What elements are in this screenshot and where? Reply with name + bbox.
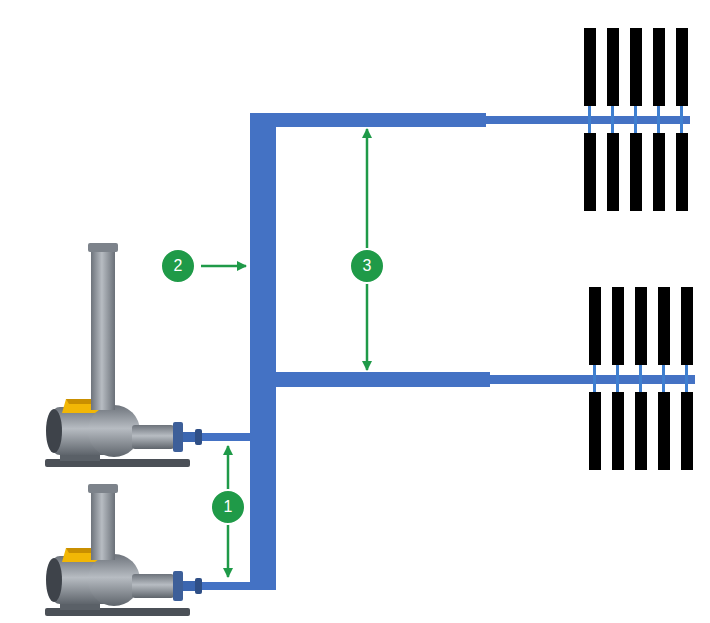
branch-pipe (250, 113, 486, 127)
callout-circle: 2 (160, 248, 196, 284)
dimension-arrows (201, 129, 367, 577)
callout-number: 3 (363, 257, 372, 275)
diffuser-grid-upper (584, 28, 688, 211)
callout-number: 2 (174, 257, 183, 275)
silencer-cap-upper (88, 243, 118, 252)
silencer-upper (91, 245, 115, 410)
callout-circle: 3 (349, 248, 385, 284)
outlet-pipe (202, 433, 252, 441)
silencer-cap-lower (88, 484, 118, 493)
blower-lower (45, 548, 202, 616)
callout-number: 1 (224, 498, 233, 516)
blower-upper (45, 399, 202, 467)
pointer-arrow (201, 265, 246, 268)
silencer-lower (91, 486, 115, 560)
main-riser (250, 113, 276, 590)
branch-pipe (274, 372, 490, 387)
outlet-pipe (202, 582, 252, 590)
callout-circle: 1 (210, 489, 246, 525)
air-pipes (202, 113, 695, 590)
diffuser-grid-lower (589, 287, 693, 470)
